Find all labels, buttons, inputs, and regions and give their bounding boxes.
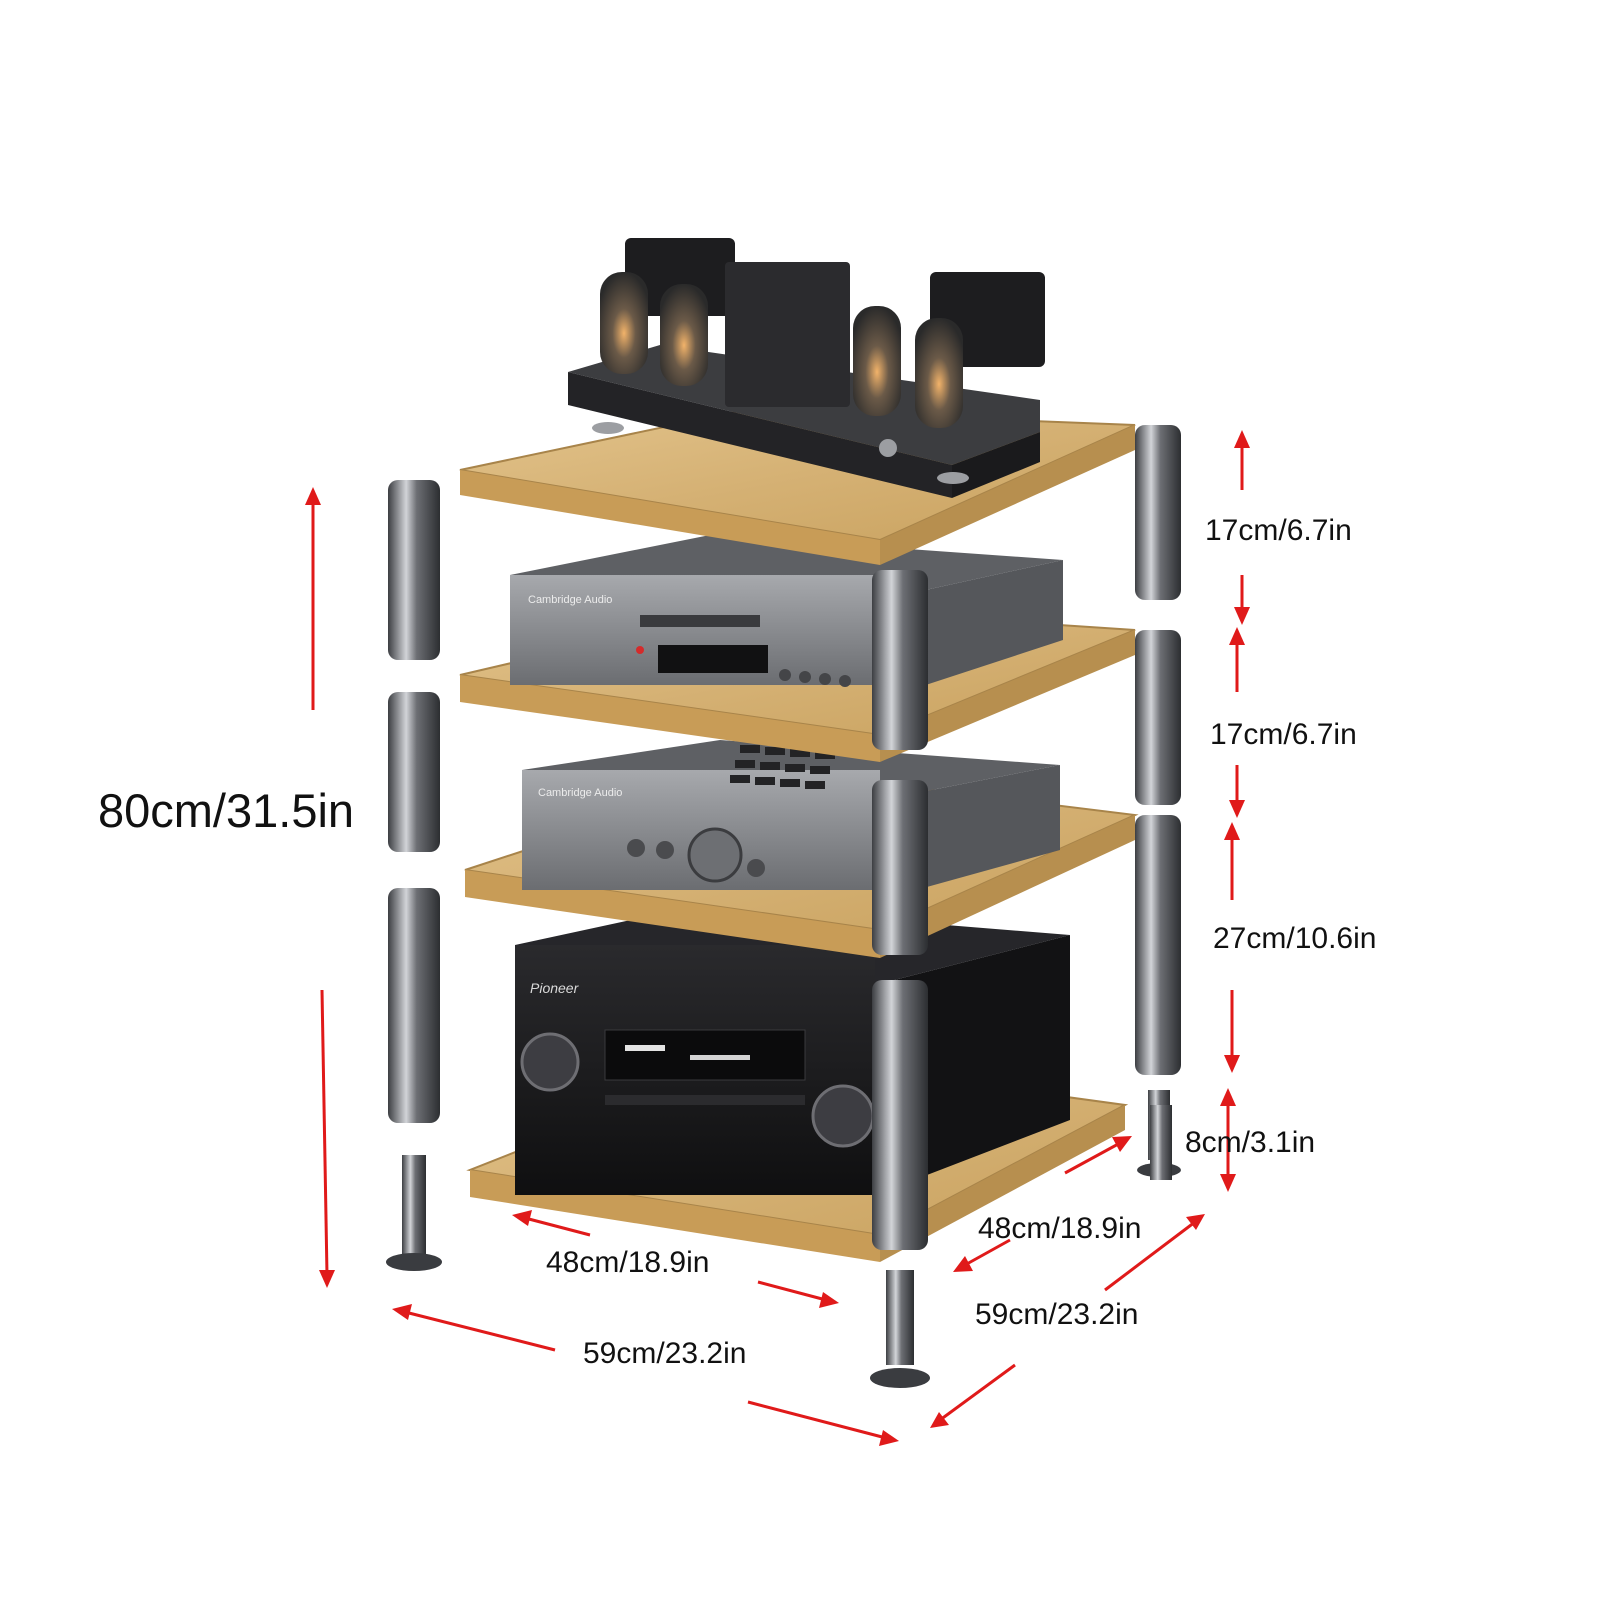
audio-rack: Pioneer Cambridge Audio — [386, 238, 1181, 1388]
av-receiver: Pioneer — [515, 905, 1070, 1195]
foot-height-label: 8cm/3.1in — [1185, 1126, 1316, 1159]
total-height-label: 80cm/31.5in — [98, 784, 355, 837]
amplifier-brand: Cambridge Audio — [538, 787, 622, 799]
amp-vent-grille — [730, 745, 835, 789]
shelf-depth-label: 48cm/18.9in — [978, 1212, 1142, 1245]
amp-volume-knob-icon — [687, 827, 743, 883]
vacuum-tube-icon — [600, 272, 963, 428]
gap-top-label: 17cm/6.7in — [1205, 514, 1352, 547]
overall-width-label: 59cm/23.2in — [583, 1337, 747, 1370]
volume-knob-icon — [520, 1032, 580, 1092]
pillar-back-right-front — [1150, 1105, 1172, 1180]
cd-display — [658, 645, 768, 673]
gap-second-label: 17cm/6.7in — [1210, 718, 1357, 751]
shelf-width-label: 48cm/18.9in — [546, 1246, 710, 1279]
pillar-back-right — [1135, 425, 1181, 1177]
transformer-center — [725, 262, 850, 407]
overall-depth-label: 59cm/23.2in — [975, 1298, 1139, 1331]
receiver-brand: Pioneer — [530, 980, 580, 996]
gap-third-label: 27cm/10.6in — [1213, 922, 1377, 955]
dimension-arrows — [305, 430, 1250, 1446]
transformer-left — [625, 238, 735, 316]
pillar-front-left — [386, 480, 442, 1271]
tube-amplifier — [568, 238, 1045, 498]
cd-player-brand: Cambridge Audio — [528, 594, 612, 606]
total-height-arrow-lower — [320, 989, 329, 1276]
pillar-front-corner — [870, 570, 930, 1388]
